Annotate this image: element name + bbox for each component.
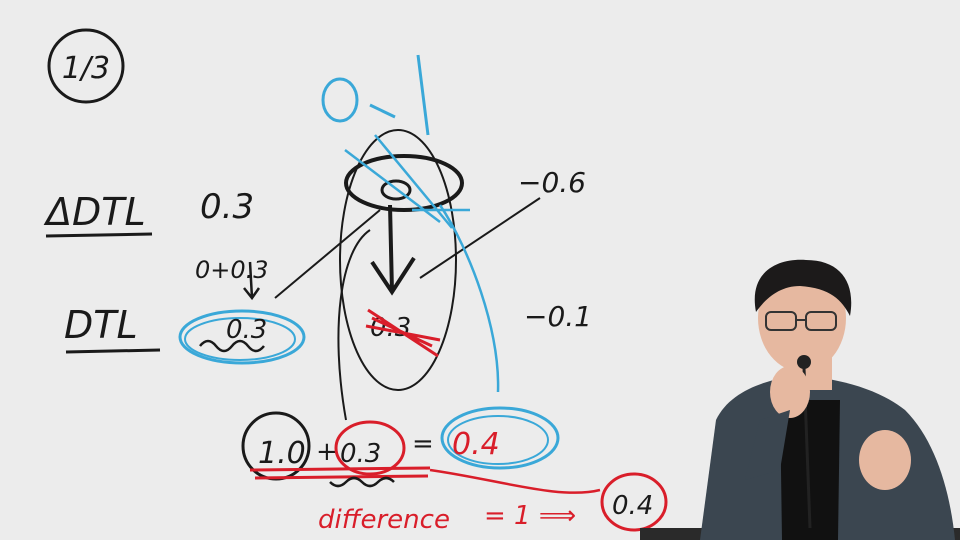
down-arrow-large	[370, 204, 416, 296]
delta-dtl-label: ΔDTL	[43, 190, 153, 238]
head	[758, 264, 846, 372]
glasses	[765, 311, 837, 331]
presenter	[640, 259, 960, 540]
page-mark-text: 1/3	[62, 51, 110, 86]
down-arrow-small	[243, 261, 261, 301]
equation-row: 1.0 + 0.3 = 0.4	[241, 406, 601, 494]
difference-result: 0.4	[612, 491, 653, 521]
eq-result: 0.4	[452, 427, 500, 462]
red-strikethrough	[365, 308, 441, 358]
difference-eq: = 1 ⟹	[484, 501, 576, 531]
central-diagram: 0.3	[274, 129, 541, 421]
right-hand	[859, 430, 911, 490]
shirt	[780, 400, 840, 540]
svg-text:0.1: 0.1	[330, 69, 332, 71]
difference-line: difference = 1 ⟹ 0.4	[318, 472, 668, 535]
top-blue-value: 0.1	[321, 54, 430, 136]
dtl-label: DTL	[64, 303, 161, 354]
eq-equals: =	[412, 429, 434, 459]
hair	[754, 259, 852, 316]
svg-text:ΔDTL: ΔDTL	[43, 190, 146, 234]
eq-plus: +	[316, 437, 338, 467]
zero-plus-value: 0+0.3	[195, 256, 269, 284]
minus-06-value: −0.6	[518, 166, 586, 199]
dtl-circled-value: 0.3	[178, 309, 306, 365]
svg-text:DTL: DTL	[64, 303, 138, 347]
eq-mid: 0.3	[340, 439, 381, 469]
eq-one: 1.0	[258, 436, 306, 471]
delta-dtl-value: 0.3	[200, 187, 254, 227]
difference-label: difference	[318, 505, 450, 535]
page-mark: 1/3	[47, 28, 125, 104]
minus-01-value: −0.1	[524, 300, 592, 333]
svg-text:0.3: 0.3	[226, 315, 267, 345]
left-hand	[770, 366, 810, 418]
